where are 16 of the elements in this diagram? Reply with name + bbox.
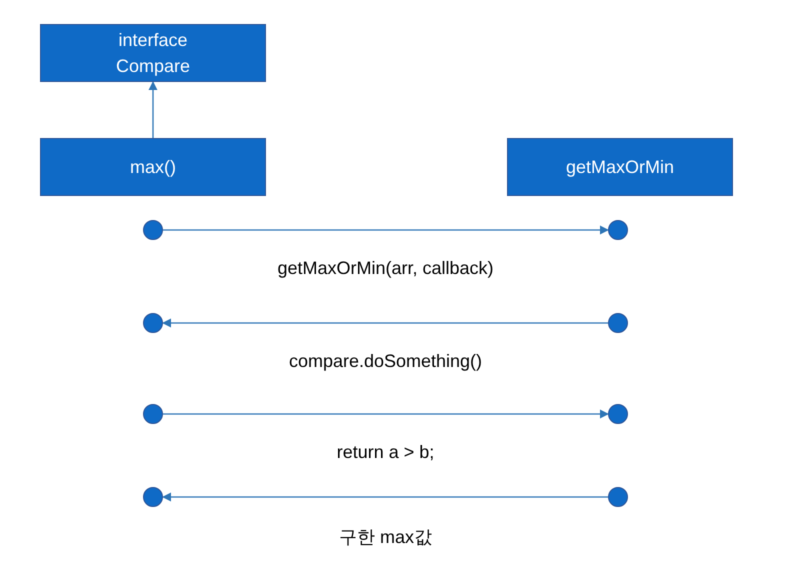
lifeline-dot	[608, 313, 628, 333]
arrow	[162, 492, 608, 502]
lifeline-dot	[143, 220, 163, 240]
arrow	[148, 81, 158, 138]
class-box: interface Compare	[40, 24, 266, 82]
arrow	[163, 225, 609, 235]
class-box: getMaxOrMin	[507, 138, 733, 196]
lifeline-dot	[608, 404, 628, 424]
lifeline-dot	[608, 487, 628, 507]
lifeline-dot	[143, 313, 163, 333]
class-box: max()	[40, 138, 266, 196]
lifeline-dot	[608, 220, 628, 240]
lifeline-dot	[143, 487, 163, 507]
arrow	[163, 409, 609, 419]
lifeline-dot	[143, 404, 163, 424]
arrow	[162, 318, 608, 328]
